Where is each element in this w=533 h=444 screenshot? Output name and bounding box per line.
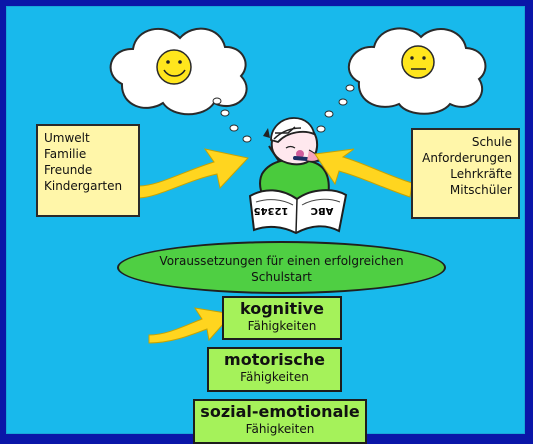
right-arrow-icon (314, 148, 413, 198)
book-left-text: 12345 (254, 205, 289, 216)
thought-bubbles-left (212, 97, 252, 143)
central-goal-line-2: Schulstart (251, 270, 312, 284)
neutral-face-icon (401, 45, 435, 79)
left-factor-1: Umwelt (44, 131, 90, 145)
central-goal-line-1: Voraussetzungen für einen erfolgreichen (159, 254, 404, 268)
step-arrow-icon (148, 307, 233, 344)
cognitive-subtitle: Fähigkeiten (247, 319, 317, 333)
social-emotional-skills-step: sozial-emotionale Fähigkeiten (193, 399, 367, 444)
right-factor-4: Mitschüler (449, 183, 512, 197)
left-factors-box: Umwelt Familie Freunde Kindergarten (36, 124, 140, 217)
left-factor-4: Kindergarten (44, 179, 123, 193)
thought-bubbles-right (316, 84, 355, 133)
motor-skills-step: motorische Fähigkeiten (207, 347, 342, 392)
central-goal-oval: Voraussetzungen für einen erfolgreichen … (117, 241, 446, 294)
right-factors-box: Schule Anforderungen Lehrkräfte Mitschül… (411, 128, 520, 219)
motor-title: motorische (224, 350, 325, 369)
left-factor-2: Familie (44, 147, 87, 161)
motor-subtitle: Fähigkeiten (240, 370, 309, 384)
right-factor-2: Anforderungen (422, 151, 512, 165)
social-emotional-subtitle: Fähigkeiten (245, 422, 315, 436)
left-factor-3: Freunde (44, 163, 93, 177)
social-emotional-title: sozial-emotionale (200, 402, 360, 421)
book-right-text: ABC (311, 205, 334, 216)
cognitive-skills-step: kognitive Fähigkeiten (222, 296, 342, 340)
happy-face-icon (156, 49, 192, 85)
open-book: 12345 ABC (248, 189, 348, 235)
cognitive-title: kognitive (240, 299, 324, 318)
left-arrow-icon (138, 148, 249, 199)
right-factor-1: Schule (471, 135, 512, 149)
right-factor-3: Lehrkräfte (450, 167, 512, 181)
